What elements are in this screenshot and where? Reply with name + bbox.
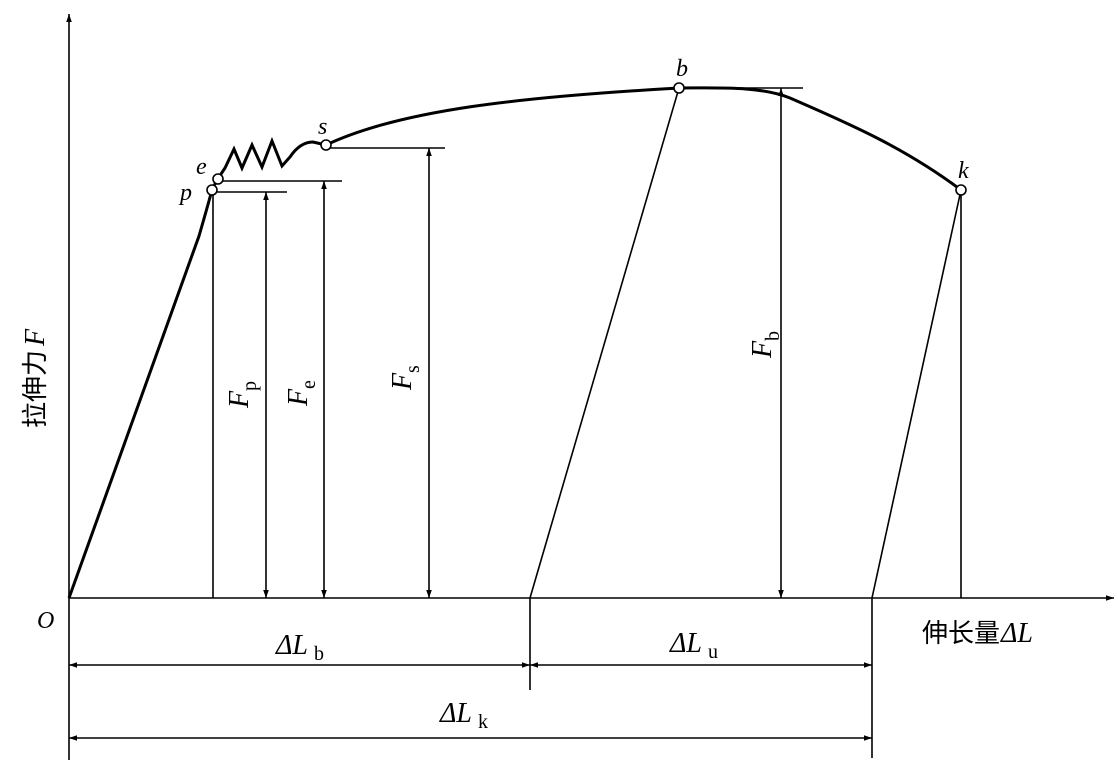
fp-label-sub: p (239, 381, 261, 391)
fp-label-base: F (224, 390, 255, 409)
fb-label-sub: b (762, 331, 784, 341)
point-b-marker (673, 82, 685, 94)
dlu-label-sub: u (708, 641, 718, 663)
dlu-label-base: ΔL (669, 628, 702, 659)
y-axis-title: 拉伸力 F (20, 328, 51, 428)
y-axis-title-sym: F (20, 328, 51, 347)
dlb-label: ΔL b (275, 630, 324, 665)
unload-line-b (529, 87, 680, 599)
point-k-label: k (958, 158, 969, 184)
x-axis-title: 伸长量 ΔL (922, 618, 1033, 649)
dlk-label-base: ΔL (439, 698, 472, 729)
point-s-marker (320, 139, 332, 151)
x-axis-title-cn: 伸长量 (922, 619, 1000, 649)
unload-line-k (871, 189, 962, 599)
dlu-label: ΔL u (669, 628, 718, 663)
dlk-label-sub: k (478, 711, 488, 733)
fs-label-base: F (387, 372, 418, 391)
point-b-label: b (676, 56, 688, 82)
fb-label: F b (747, 331, 784, 359)
point-p-label: p (178, 180, 192, 206)
point-p-marker (206, 184, 218, 196)
fe-label-base: F (283, 388, 314, 407)
x-axis-title-sym: ΔL (1000, 618, 1033, 649)
fe-label: F e (283, 380, 320, 407)
fs-label-sub: s (402, 365, 424, 373)
fb-label-base: F (747, 340, 778, 359)
load-elongation-curve (67, 86, 962, 599)
point-e-marker (212, 173, 224, 185)
fe-label-sub: e (298, 380, 320, 389)
y-axis-title-cn: 拉伸力 (21, 350, 51, 428)
point-e-label: e (196, 154, 207, 180)
point-s-label: s (318, 114, 327, 140)
point-k-marker (955, 184, 967, 196)
dlb-label-sub: b (314, 643, 324, 665)
origin-label: O (37, 608, 54, 634)
dlb-label-base: ΔL (275, 630, 308, 661)
dlk-label: ΔL k (439, 698, 488, 733)
fs-label: F s (387, 365, 424, 391)
fp-label: F p (224, 381, 261, 409)
